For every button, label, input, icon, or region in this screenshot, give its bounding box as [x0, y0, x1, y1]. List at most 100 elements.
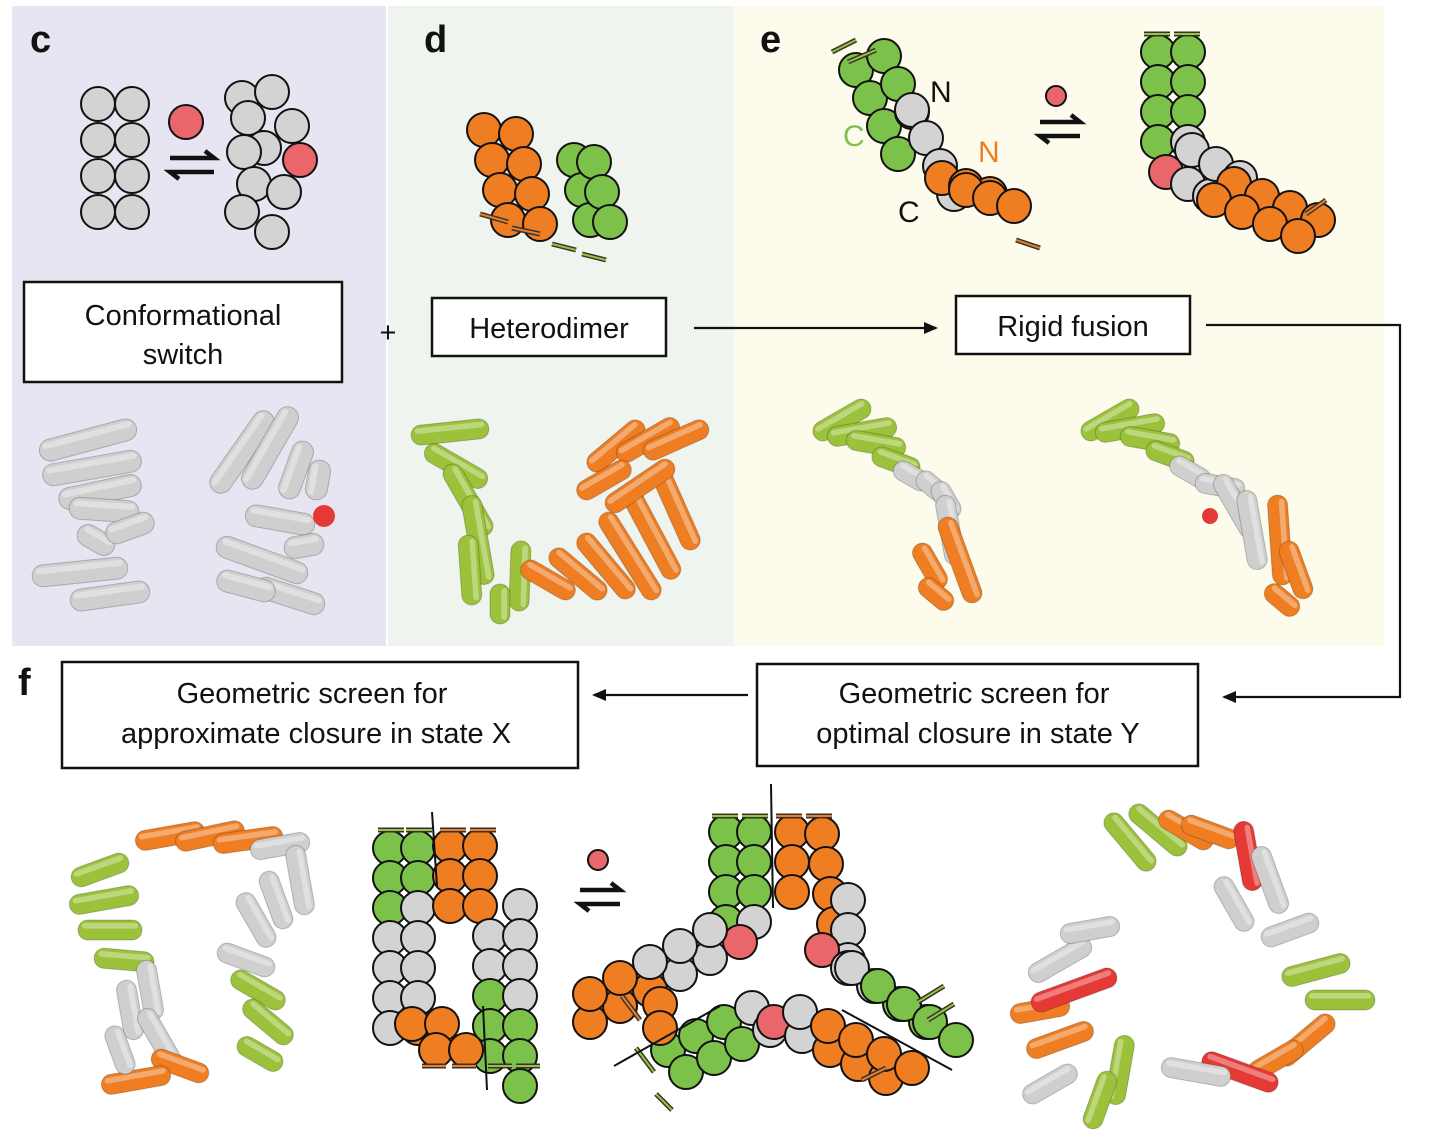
- interface-bar-inner: [621, 995, 641, 1021]
- helix-cylinder-body: [100, 1065, 172, 1095]
- helix-circle: [114, 86, 150, 122]
- helix-cylinder: [1250, 846, 1290, 914]
- helix-cylinder-highlight: [243, 408, 289, 483]
- helix-circle: [642, 1010, 678, 1046]
- helix-cylinder: [1059, 916, 1121, 944]
- helix-cylinder-body: [1082, 1070, 1118, 1130]
- arrow-down-right-icon: [1206, 323, 1402, 703]
- interface-bar-inner: [927, 1003, 955, 1021]
- helix-cylinder-highlight: [1166, 1060, 1228, 1076]
- helix-cylinder-highlight: [1207, 1053, 1276, 1083]
- helix-cylinder-body: [598, 511, 662, 601]
- helix-circle: [400, 920, 436, 956]
- helix-cylinder-highlight: [42, 421, 132, 450]
- helix-circle: [418, 1032, 454, 1068]
- helix-cylinder-body: [258, 870, 294, 930]
- helix-cylinder-highlight: [84, 526, 113, 546]
- helix-cylinder: [285, 844, 315, 916]
- helix-circle: [1280, 218, 1316, 254]
- helix-cylinder: [304, 459, 332, 501]
- helix-cylinder-highlight: [1261, 849, 1287, 908]
- helix-circle: [804, 932, 840, 968]
- helix-cylinder-highlight: [269, 873, 291, 924]
- helix-cylinder-body: [116, 979, 144, 1041]
- helix-circle: [400, 950, 436, 986]
- helix-cylinder-highlight: [1125, 429, 1177, 443]
- helix-cylinder-body: [457, 534, 483, 606]
- helix-cylinder-body: [104, 1025, 136, 1075]
- helix-circle: [662, 928, 698, 964]
- helix-cylinder: [116, 979, 144, 1041]
- helix-circle: [1170, 34, 1206, 70]
- helix-circle: [394, 1006, 430, 1042]
- panel-d-letter: d: [424, 19, 447, 61]
- helix-cylinder: [1103, 812, 1157, 872]
- helix-cylinder: [242, 998, 294, 1046]
- helix-cylinder-highlight: [661, 468, 699, 544]
- helix-cylinder-body: [105, 511, 155, 545]
- helix-circle: [1170, 94, 1206, 130]
- helix-cylinder-body: [70, 852, 130, 888]
- interface-bar-inner: [831, 39, 857, 53]
- helix-circle: [522, 206, 558, 242]
- helix-cylinder: [278, 440, 314, 500]
- helix-circle: [80, 122, 116, 158]
- helix-cylinder-highlight: [1083, 401, 1133, 432]
- rigid-fusion-box: Rigid fusion: [954, 294, 1192, 356]
- helix-circle: [400, 890, 436, 926]
- helix-circle: [80, 158, 116, 194]
- helix-cylinder: [104, 1025, 136, 1075]
- helix-cylinder: [283, 532, 325, 560]
- helix-circle: [80, 194, 116, 230]
- helix-circle: [224, 194, 260, 230]
- helix-cylinder: [68, 885, 140, 915]
- helix-circle: [834, 950, 870, 986]
- helix-cylinder-highlight: [108, 514, 149, 533]
- helix-cylinder: [42, 449, 142, 487]
- helix-cylinder-body: [244, 504, 316, 536]
- helix-cylinder-highlight: [1033, 970, 1112, 1002]
- interface-bar-inner: [551, 243, 577, 251]
- helix-circle: [502, 948, 538, 984]
- label-c-bottom: C: [898, 196, 920, 229]
- helix-circle: [282, 142, 318, 178]
- helix-cylinder-body: [576, 459, 632, 501]
- helix-cylinder-highlight: [138, 824, 200, 840]
- helix-cylinder-body: [216, 942, 276, 978]
- helix-cylinder-body: [1250, 846, 1290, 914]
- helix-cylinder: [230, 969, 286, 1011]
- helix-cylinder-body: [1026, 1020, 1094, 1060]
- helix-cylinder-body: [937, 516, 983, 604]
- helix-cylinder-highlight: [250, 1001, 292, 1037]
- helix-circle: [736, 844, 772, 880]
- helix-cylinder: [1201, 1051, 1279, 1093]
- helix-circle: [996, 188, 1032, 224]
- helix-cylinder-highlight: [472, 498, 492, 580]
- divider-line: [482, 1005, 488, 1091]
- helix-circle: [804, 816, 840, 852]
- helix-circle: [274, 108, 310, 144]
- helix-cylinder-body: [1213, 876, 1255, 932]
- interface-bar-inner: [917, 985, 945, 1003]
- panel-f-letter: f: [18, 662, 31, 704]
- helix-circle: [722, 924, 758, 960]
- helix-cylinder: [586, 419, 646, 473]
- helix-circle: [466, 112, 502, 148]
- helix-cylinder: [1030, 967, 1118, 1013]
- equilibrium-arrow-forward: [580, 881, 627, 893]
- helix-cylinder-highlight: [607, 461, 668, 504]
- helix-cylinder-body: [42, 449, 142, 487]
- conformational-switch-box: Conformational switch: [22, 280, 344, 384]
- helix-cylinder: [215, 535, 309, 585]
- helix-cylinder: [1213, 876, 1255, 932]
- helix-cylinder: [244, 504, 316, 536]
- helix-cylinder: [77, 919, 143, 941]
- helix-cylinder: [937, 516, 983, 604]
- helix-cylinder: [1260, 912, 1320, 948]
- helix-circle: [230, 100, 266, 136]
- helix-cylinder-highlight: [1309, 993, 1371, 999]
- helix-cylinder-highlight: [146, 1010, 181, 1066]
- helix-cylinder: [1263, 583, 1301, 617]
- divider-line: [841, 1009, 953, 1071]
- helix-cylinder-body: [1263, 583, 1301, 617]
